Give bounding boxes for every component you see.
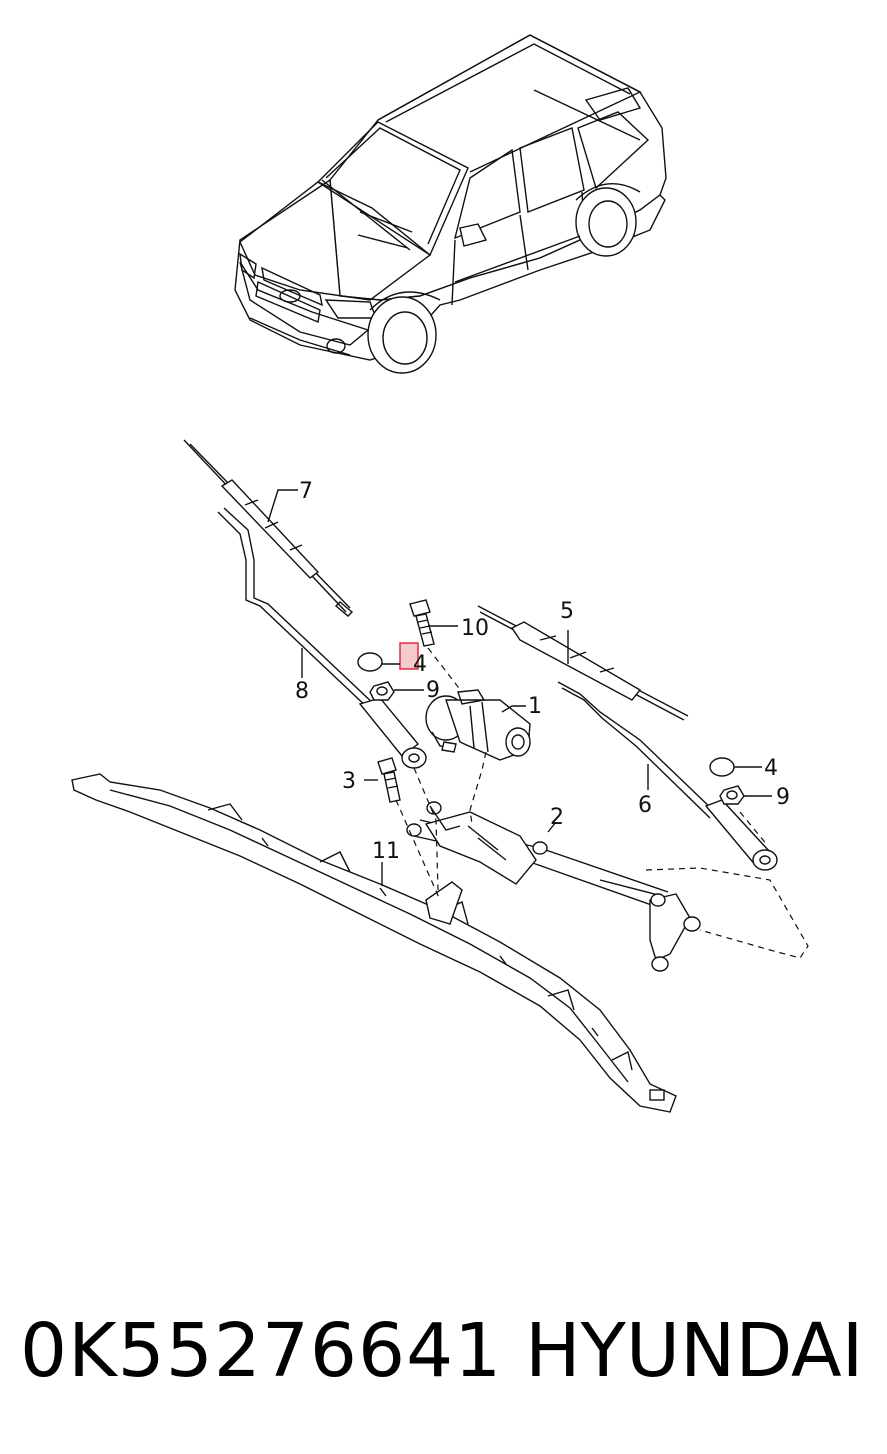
callout-2: 2 [550, 805, 564, 830]
brand-name: HYUNDAI [525, 1308, 864, 1394]
callout-3: 3 [342, 769, 356, 794]
wiper-arm-left [217, 507, 427, 769]
part-number: 0K55276641 [20, 1308, 503, 1394]
callout-6: 6 [638, 793, 652, 818]
wiper-blade-right [477, 605, 689, 721]
selected-part-highlight [399, 642, 419, 670]
callout-4-left: 4 [413, 652, 427, 677]
wiper-linkage-part-2 [406, 801, 701, 972]
bolt-part-3 [377, 757, 401, 803]
wiper-blade-left [183, 439, 354, 617]
vehicle-illustration [234, 34, 667, 374]
cap-part-4-left [357, 652, 383, 672]
callout-10: 10 [461, 616, 489, 641]
part-info-footer: 0K55276641 HYUNDAI [0, 1296, 887, 1406]
callout-7: 7 [299, 479, 313, 504]
wiper-arm-right [557, 681, 778, 871]
cowl-panel-part-11 [71, 773, 677, 1113]
callout-8: 8 [295, 679, 309, 704]
wiper-motor-part-1 [425, 689, 531, 761]
bolt-part-10 [409, 599, 435, 647]
nut-part-9-right [719, 785, 745, 805]
nut-part-9-left [369, 681, 395, 701]
callout-4-right: 4 [764, 756, 778, 781]
callout-1: 1 [528, 694, 542, 719]
callout-labels: 7 8 5 6 10 4 9 1 4 9 3 2 11 [295, 479, 790, 864]
callout-5: 5 [560, 599, 574, 624]
connection-lines [395, 647, 809, 959]
callout-9-left: 9 [426, 678, 440, 703]
callout-11: 11 [372, 839, 400, 864]
callout-9-right: 9 [776, 785, 790, 810]
cap-part-4-right [709, 757, 735, 777]
leader-lines [267, 489, 772, 886]
